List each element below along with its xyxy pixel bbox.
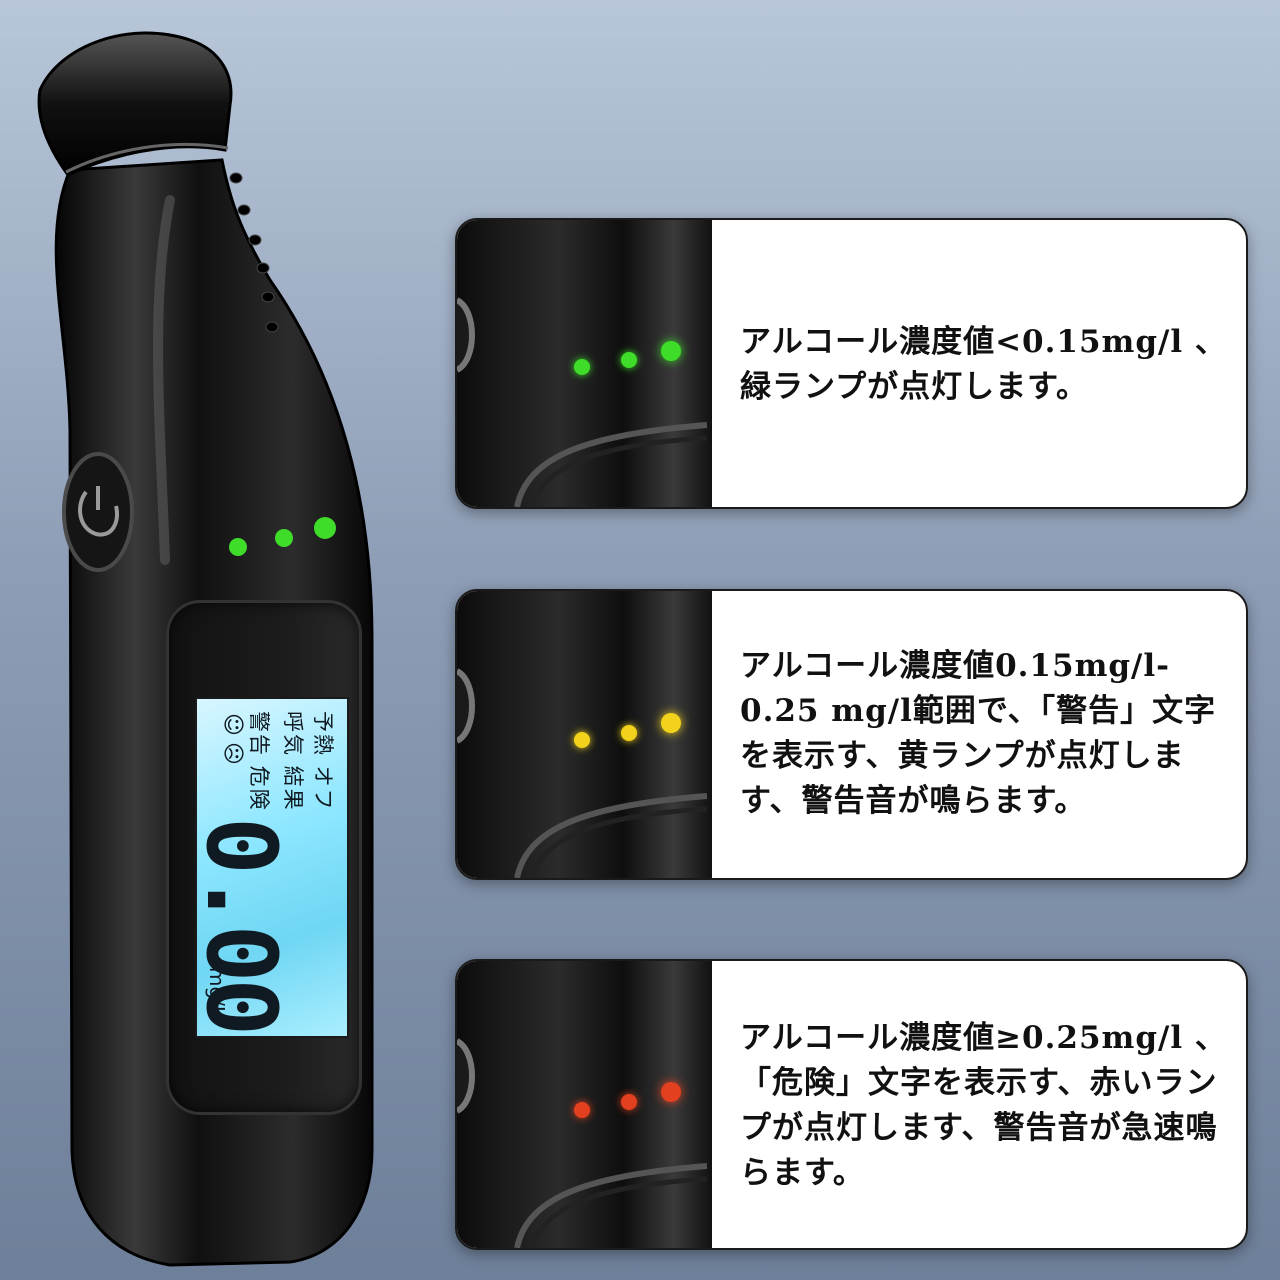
led-light: [621, 1094, 637, 1110]
led-light: [574, 1102, 590, 1118]
face-icon: ☹: [220, 741, 245, 765]
panel-description: アルコール濃度値≥0.25mg/l 、「危険」文字を表示す、赤いランプが点灯しま…: [740, 1020, 1227, 1191]
panel-description: アルコール濃度値0.15mg/l-0.25 mg/l範囲で、「警告」文字を表示す…: [740, 648, 1217, 819]
led-light: [574, 732, 590, 748]
panel-yellow: アルコール濃度値0.15mg/l-0.25 mg/l範囲で、「警告」文字を表示す…: [455, 589, 1248, 880]
breathalyzer-device: 予熱 オフ 呼気 結果 警告 危険 ☺☹ 0.000 mg/L: [0, 0, 420, 1280]
led-light: [661, 713, 681, 733]
lcd-status-warning: 警告 危険: [247, 711, 271, 812]
led-light: [661, 1082, 681, 1102]
lcd-screen: 予熱 オフ 呼気 結果 警告 危険 ☺☹ 0.000 mg/L: [195, 697, 349, 1038]
lcd-status-preheat: 予熱 オフ: [311, 711, 335, 812]
closeup-image: [457, 591, 712, 878]
lcd-unit: mg/L: [205, 967, 229, 1018]
panel-red: アルコール濃度値≥0.25mg/l 、「危険」文字を表示す、赤いランプが点灯しま…: [455, 959, 1248, 1250]
led-light: [621, 352, 637, 368]
lcd-status-result: 呼気 結果: [281, 711, 305, 812]
panel-green: アルコール濃度値<0.15mg/l 、緑ランプが点灯します。: [455, 218, 1248, 509]
face-icon: ☺: [220, 713, 245, 736]
led-light: [661, 341, 681, 361]
closeup-image: [457, 220, 712, 507]
panel-description: アルコール濃度値<0.15mg/l 、緑ランプが点灯します。: [740, 324, 1227, 405]
closeup-image: [457, 961, 712, 1248]
led-light: [621, 725, 637, 741]
lcd-face-icons: ☺☹: [220, 713, 245, 771]
led-light: [574, 359, 590, 375]
